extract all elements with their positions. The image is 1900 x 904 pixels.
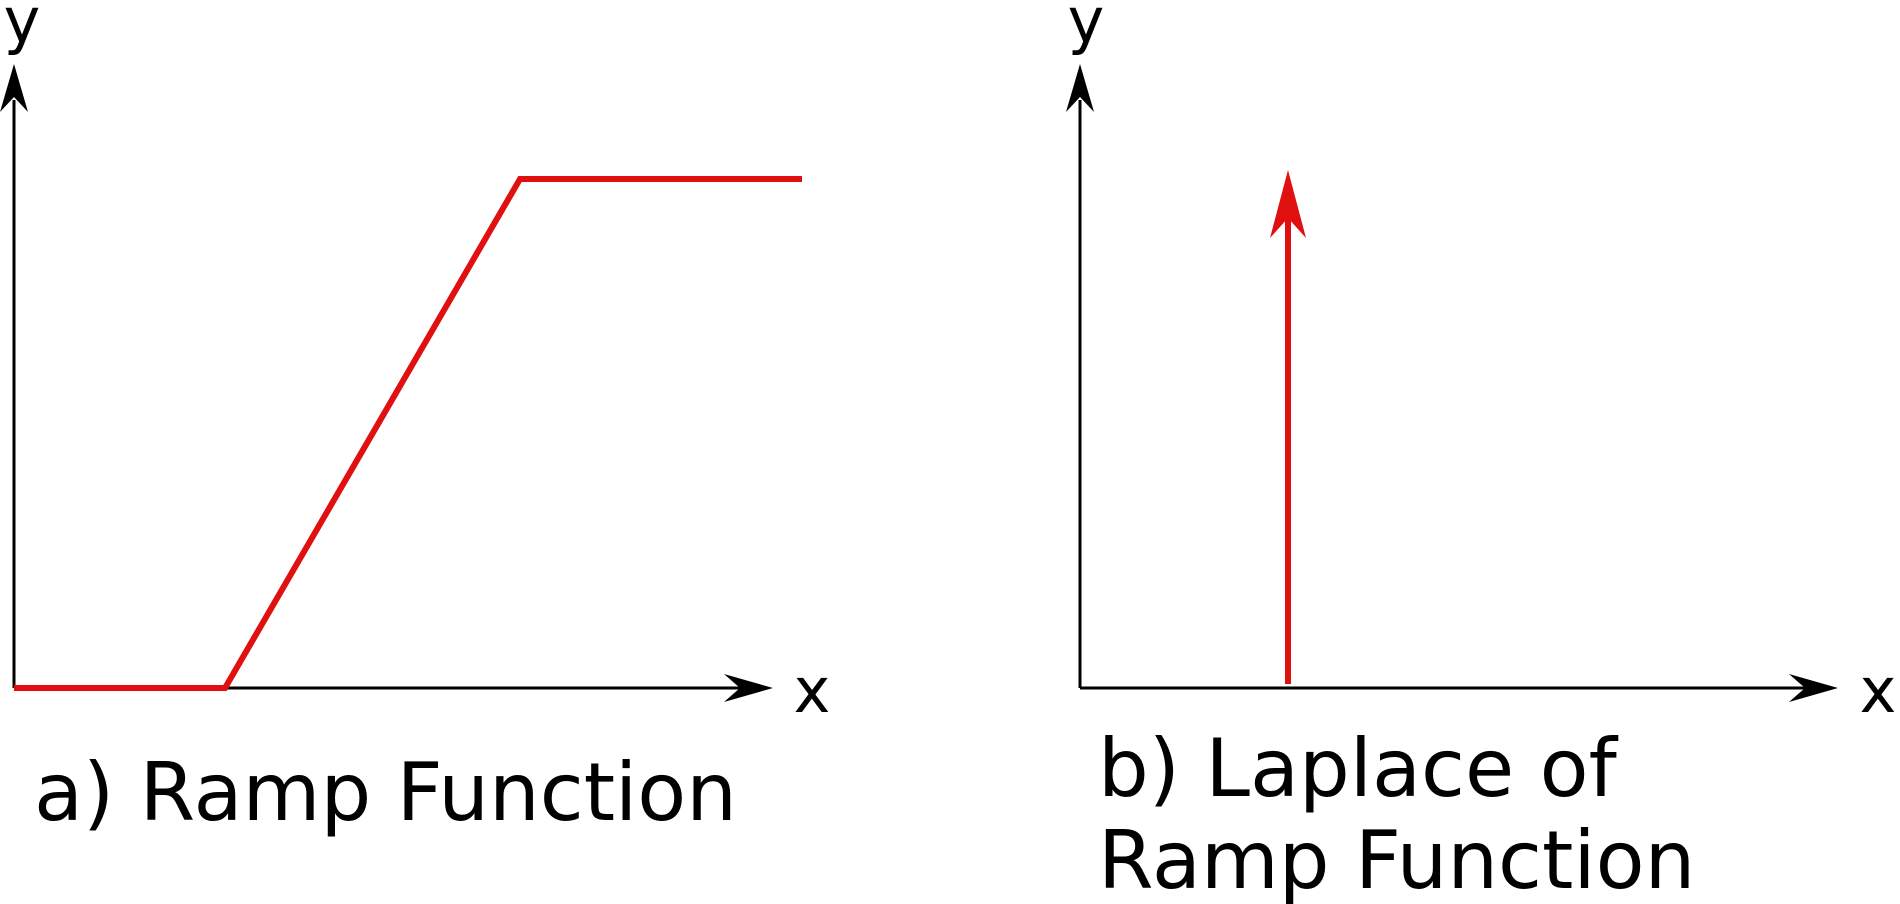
panel-b-caption-line-2: Ramp Function xyxy=(1098,814,1695,904)
panel-a-y-axis-arrowhead xyxy=(0,64,28,112)
impulse-arrowhead xyxy=(1270,170,1306,238)
panel-b-caption-line-1: b) Laplace of xyxy=(1098,722,1619,815)
panel-a-y-axis-label: y xyxy=(4,0,41,57)
panel-a-x-axis-label: x xyxy=(794,654,831,727)
panel-b-y-axis-label: y xyxy=(1068,0,1105,57)
ramp-function-curve xyxy=(14,176,802,691)
panel-a: y x a) Ramp Function xyxy=(0,0,830,839)
panel-a-caption: a) Ramp Function xyxy=(34,746,737,839)
panel-b-x-axis-arrowhead xyxy=(1789,674,1838,702)
panel-b-y-axis-arrowhead xyxy=(1066,64,1094,112)
panel-b-x-axis-label: x xyxy=(1860,654,1897,727)
panel-a-x-axis-arrowhead xyxy=(724,674,773,702)
panel-b: y x b) Laplace of Ramp Function xyxy=(1066,0,1896,904)
